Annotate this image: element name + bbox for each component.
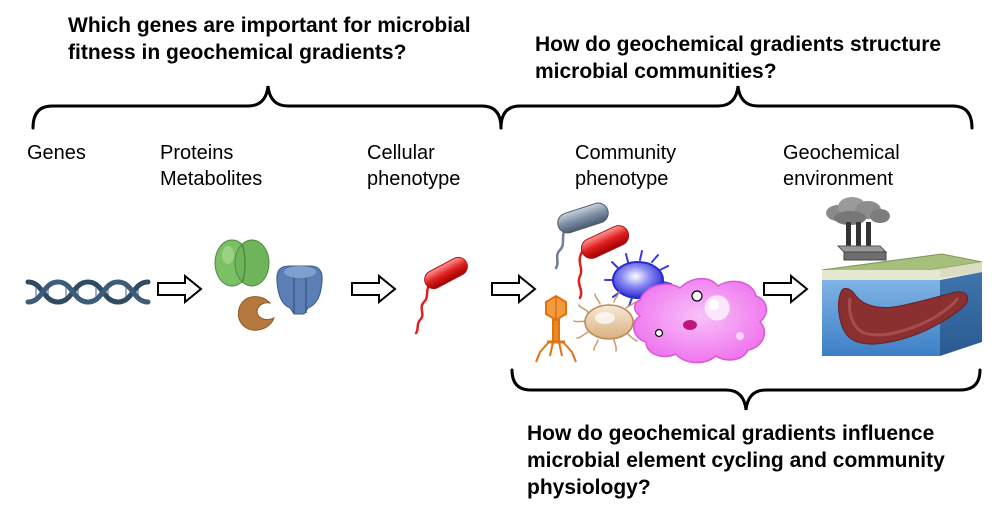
label-genes: Genes xyxy=(27,142,86,164)
brace-top-left xyxy=(31,85,503,130)
red-bacterium-icon xyxy=(577,225,630,300)
tan-microbe-icon xyxy=(573,291,644,352)
label-geochemical-environment: Geochemical environment xyxy=(783,142,900,190)
dna-double-helix-icon xyxy=(25,279,151,305)
arrow-genes-to-proteins xyxy=(157,273,203,305)
metabolite-icon xyxy=(237,296,275,331)
sediment-block-icon xyxy=(821,197,983,356)
brace-top-right xyxy=(499,85,974,130)
brace-bottom xyxy=(510,368,982,411)
question-genes-fitness: Which genes are important for microbial … xyxy=(68,14,471,64)
bacterium-icon xyxy=(414,256,468,335)
question-community-structure: How do geochemical gradients structure m… xyxy=(535,33,942,83)
label-proteins-metabolites: Proteins Metabolites xyxy=(160,142,263,190)
blue-protein-icon xyxy=(276,265,323,315)
bacteriophage-icon xyxy=(535,294,577,363)
smoke-icon xyxy=(826,197,890,225)
label-community-phenotype: Community phenotype xyxy=(575,142,677,190)
green-protein-icon xyxy=(214,239,270,287)
gray-bacterium-icon xyxy=(554,202,609,270)
microbial-community-icon xyxy=(535,202,768,364)
arrow-community-to-environment xyxy=(763,273,809,305)
question-element-cycling: How do geochemical gradients influence m… xyxy=(527,422,945,499)
arrow-proteins-to-cellular xyxy=(351,273,397,305)
arrow-cellular-to-community xyxy=(491,273,537,305)
factory-icon xyxy=(836,222,888,261)
protein-structures-icon xyxy=(214,239,323,331)
label-cellular-phenotype: Cellular phenotype xyxy=(367,142,461,190)
amoeba-icon xyxy=(633,277,768,364)
